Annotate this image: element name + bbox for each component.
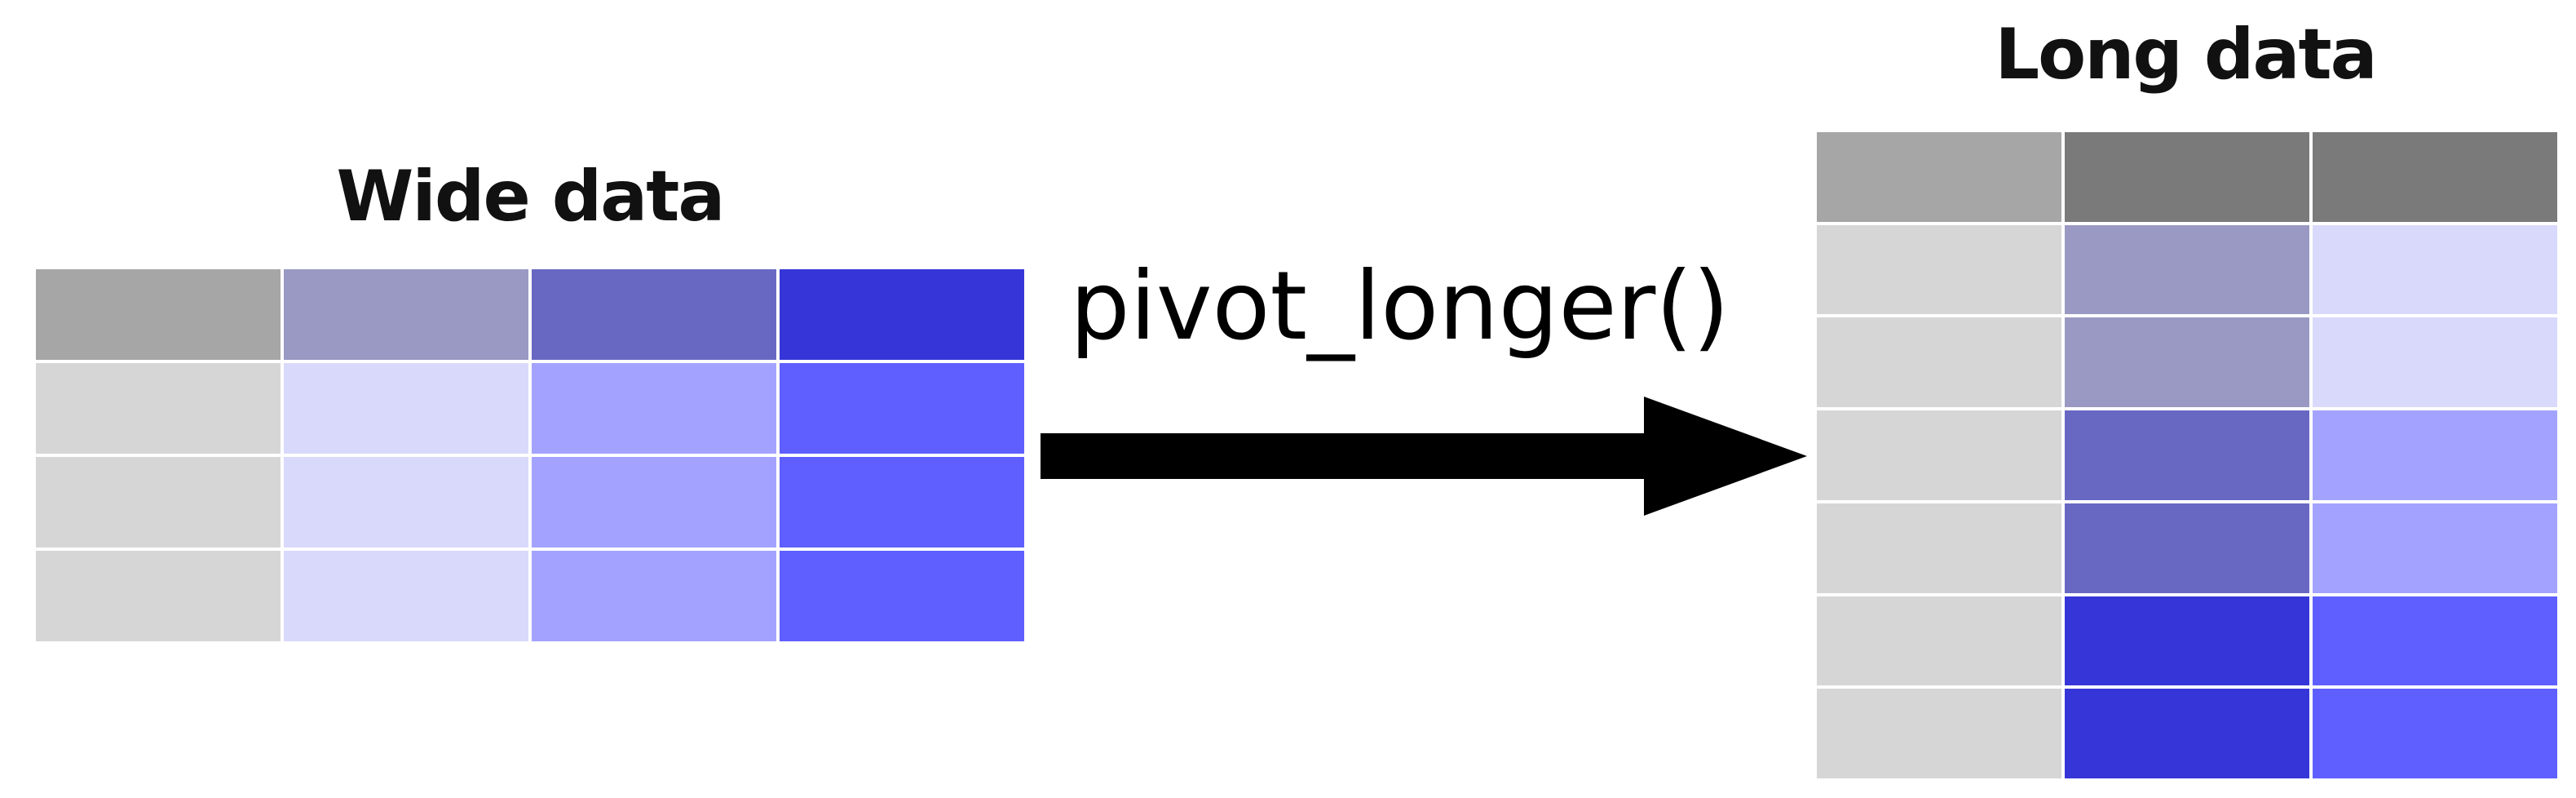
long-table-cell (1817, 317, 2061, 408)
long-table-cell (2313, 503, 2557, 593)
long-table-cell (2065, 596, 2309, 686)
long-header-cell (1817, 132, 2061, 222)
long-header-cell (2313, 132, 2557, 222)
wide-header-cell (532, 269, 776, 360)
long-table-cell (1817, 689, 2061, 778)
long-table-cell (1817, 410, 2061, 500)
long-table-cell (2065, 689, 2309, 778)
wide-header-cell (284, 269, 528, 360)
long-table-cell (2313, 596, 2557, 686)
wide-table-cell (532, 457, 776, 548)
wide-header-cell (36, 269, 281, 360)
long-table-cell (2065, 410, 2309, 500)
wide-table-cell (780, 551, 1024, 641)
long-table-cell (2065, 503, 2309, 593)
wide-header-cell (780, 269, 1024, 360)
long-table-cell (2313, 689, 2557, 778)
wide-table-cell (532, 363, 776, 454)
wide-table-cell (284, 363, 528, 454)
wide-data-table (36, 269, 1024, 641)
long-table-cell (2313, 317, 2557, 408)
function-label: pivot_longer() (1070, 251, 1730, 361)
wide-table-cell (780, 363, 1024, 454)
wide-table-cell (36, 363, 281, 454)
long-table-cell (2065, 224, 2309, 315)
long-table-cell (2313, 410, 2557, 500)
arrow-shape (1041, 397, 1807, 516)
long-table-cell (2065, 317, 2309, 408)
long-table-cell (2313, 224, 2557, 315)
wide-table-cell (284, 457, 528, 548)
long-table-cell (1817, 503, 2061, 593)
long-table-cell (1817, 596, 2061, 686)
wide-table-cell (780, 457, 1024, 548)
long-header-cell (2065, 132, 2309, 222)
wide-data-title: Wide data (336, 156, 726, 237)
wide-table-cell (284, 551, 528, 641)
wide-table-cell (36, 457, 281, 548)
wide-table-cell (532, 551, 776, 641)
right-arrow-icon (1041, 397, 1807, 516)
long-data-title: Long data (1995, 14, 2377, 95)
long-data-table (1817, 132, 2557, 778)
wide-table-cell (36, 551, 281, 641)
long-table-cell (1817, 224, 2061, 315)
